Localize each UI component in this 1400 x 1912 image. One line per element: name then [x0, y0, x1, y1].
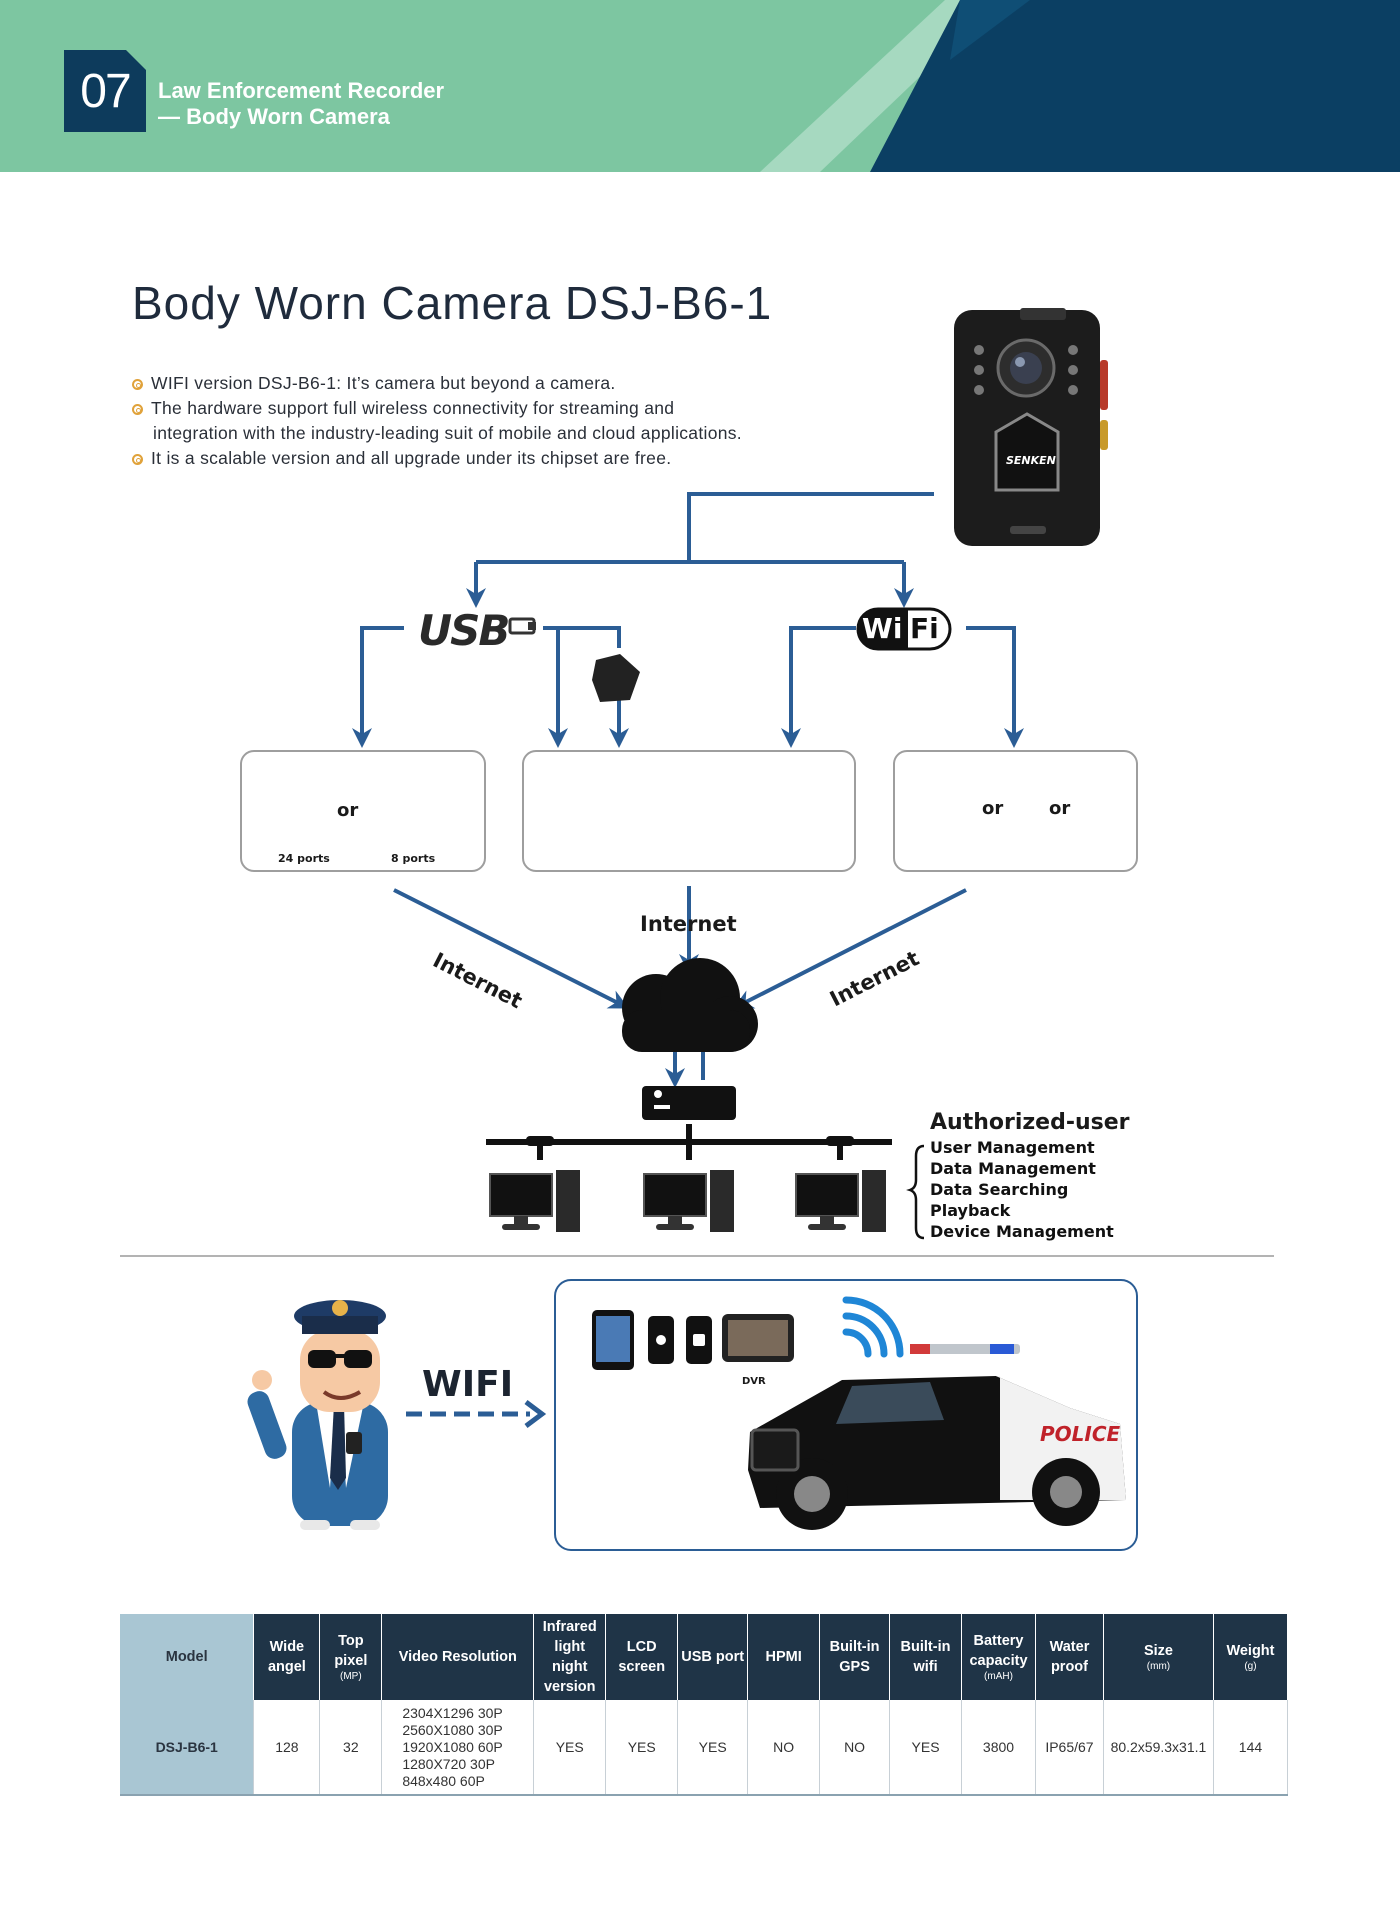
- page-number-badge: [64, 50, 146, 132]
- bullet-marker: [132, 379, 143, 390]
- wifi-signal-icon: [842, 1296, 904, 1358]
- authorized-item: Playback: [930, 1201, 1011, 1220]
- charging-dock-image: [592, 654, 640, 702]
- col-header-video-resolution: Video Resolution: [381, 1614, 535, 1700]
- bullet-text: The hardware support full wireless conne…: [151, 398, 675, 418]
- cell-size: 80.2x59.3x31.1: [1103, 1700, 1214, 1796]
- header-label: Size: [1143, 1643, 1173, 1659]
- col-header-infrared: Infrared light night version: [533, 1614, 607, 1700]
- cell-wifi: YES: [889, 1700, 962, 1796]
- cell-infrared: YES: [533, 1700, 607, 1796]
- cell-lcd: YES: [605, 1700, 679, 1796]
- page-header: 07 Law Enforcement Recorder — Body Worn …: [0, 0, 1400, 172]
- wifi-arrow-head: [524, 1400, 547, 1428]
- bullet-text: integration with the industry-leading su…: [153, 423, 742, 443]
- scene-devices-image: [592, 1310, 794, 1370]
- cell-usb: YES: [677, 1700, 749, 1796]
- cell-battery: 3800: [961, 1700, 1036, 1796]
- or-label: or: [1049, 798, 1071, 819]
- cloud-icon: [622, 958, 758, 1052]
- computer-box: [522, 750, 856, 872]
- col-header-lcd: LCD screen: [605, 1614, 679, 1700]
- authorized-item: Device Management: [930, 1222, 1114, 1241]
- header-background: [0, 0, 1400, 172]
- mobile-box: [893, 750, 1138, 872]
- cell-model: DSJ-B6-1: [120, 1700, 255, 1796]
- resolution-item: 1920X1080 60P: [402, 1738, 503, 1755]
- bullet-3: It is a scalable version and all upgrade…: [132, 448, 671, 469]
- police-car-image: [748, 1344, 1126, 1530]
- resolution-item: 1280X720 30P: [402, 1755, 495, 1772]
- header-unit: (g): [1244, 1661, 1257, 1672]
- header-unit: (mAH): [984, 1671, 1013, 1682]
- col-header-wifi: Built-in wifi: [889, 1614, 962, 1700]
- header-label: Weight: [1226, 1643, 1275, 1659]
- or-label: or: [337, 800, 359, 821]
- workstations: [489, 1170, 886, 1232]
- police-label: POLICE: [1040, 1422, 1121, 1446]
- usb-label: USB: [418, 606, 510, 655]
- header-unit: (MP): [340, 1671, 362, 1682]
- header-title-line2: — Body Worn Camera: [158, 104, 390, 129]
- wifi-label-a: Wi: [862, 612, 903, 645]
- col-header-wide-angel: Wide angel: [253, 1614, 321, 1700]
- col-header-gps: Built-in GPS: [819, 1614, 891, 1700]
- header-label: Top pixel: [334, 1633, 368, 1669]
- bracket-shape: [906, 1144, 925, 1240]
- body-camera-image: [954, 308, 1108, 546]
- col-header-size: Size (mm): [1103, 1614, 1214, 1700]
- header-title-line1: Law Enforcement Recorder: [158, 78, 445, 103]
- cell-wide-angel: 128: [253, 1700, 321, 1796]
- ports-24-label: 24 ports: [278, 852, 330, 865]
- dvr-label: DVR: [742, 1376, 766, 1387]
- bullet-marker: [132, 404, 143, 415]
- col-header-hpmi: HPMI: [747, 1614, 821, 1700]
- page-title: Body Worn Camera DSJ-B6-1: [132, 277, 773, 329]
- bullet-2: The hardware support full wireless conne…: [132, 398, 674, 419]
- internet-label-center: Internet: [640, 912, 737, 936]
- resolution-item: 848x480 60P: [402, 1772, 485, 1789]
- bullet-marker: [132, 454, 143, 465]
- authorized-user-title: Authorized-user: [930, 1110, 1130, 1135]
- authorized-item: Data Searching: [930, 1180, 1069, 1199]
- usb-logo: [508, 617, 536, 635]
- spec-table-header-row: Model Wide angel Top pixel (MP) Video Res…: [120, 1614, 1289, 1700]
- server-icon: [642, 1086, 736, 1120]
- cell-gps: NO: [819, 1700, 891, 1796]
- or-label: or: [982, 798, 1004, 819]
- cell-video-resolution: 2304X1296 30P 2560X1080 30P 1920X1080 60…: [381, 1700, 535, 1796]
- authorized-item: Data Management: [930, 1159, 1096, 1178]
- camera-brand: SENKEN: [1006, 454, 1056, 467]
- col-header-battery: Battery capacity (mAH): [961, 1614, 1036, 1700]
- resolution-item: 2560X1080 30P: [402, 1721, 503, 1738]
- cell-water-proof: IP65/67: [1035, 1700, 1104, 1796]
- header-label: Battery capacity: [969, 1633, 1028, 1669]
- wifi-scene-box: [554, 1279, 1138, 1551]
- page-number: 07: [80, 64, 131, 118]
- col-header-model: Model: [120, 1614, 255, 1700]
- col-header-weight: Weight (g): [1213, 1614, 1289, 1700]
- col-header-usb: USB port: [677, 1614, 749, 1700]
- spec-table: Model Wide angel Top pixel (MP) Video Res…: [120, 1614, 1289, 1796]
- header-unit: (mm): [1146, 1661, 1171, 1672]
- wifi-scene-label: WIFI: [422, 1364, 514, 1405]
- bullet-2-cont: integration with the industry-leading su…: [153, 423, 742, 444]
- col-header-water-proof: Water proof: [1035, 1614, 1104, 1700]
- cell-hpmi: NO: [747, 1700, 821, 1796]
- authorized-item: User Management: [930, 1138, 1095, 1157]
- wifi-label-b: Fi: [910, 612, 939, 645]
- resolution-item: 2304X1296 30P: [402, 1704, 503, 1721]
- bullet-1: WIFI version DSJ-B6-1: It’s camera but b…: [132, 373, 616, 394]
- table-row: DSJ-B6-1 128 32 2304X1296 30P 2560X1080 …: [120, 1700, 1289, 1796]
- col-header-top-pixel: Top pixel (MP): [319, 1614, 383, 1700]
- bullet-text: WIFI version DSJ-B6-1: It’s camera but b…: [151, 373, 616, 393]
- cell-weight: 144: [1213, 1700, 1289, 1796]
- ports-8-label: 8 ports: [391, 852, 436, 865]
- bullet-text: It is a scalable version and all upgrade…: [151, 448, 672, 468]
- cell-top-pixel: 32: [319, 1700, 383, 1796]
- wifi-logo: [856, 607, 952, 651]
- docking-station-box: [240, 750, 486, 872]
- police-officer-illustration: [247, 1300, 388, 1530]
